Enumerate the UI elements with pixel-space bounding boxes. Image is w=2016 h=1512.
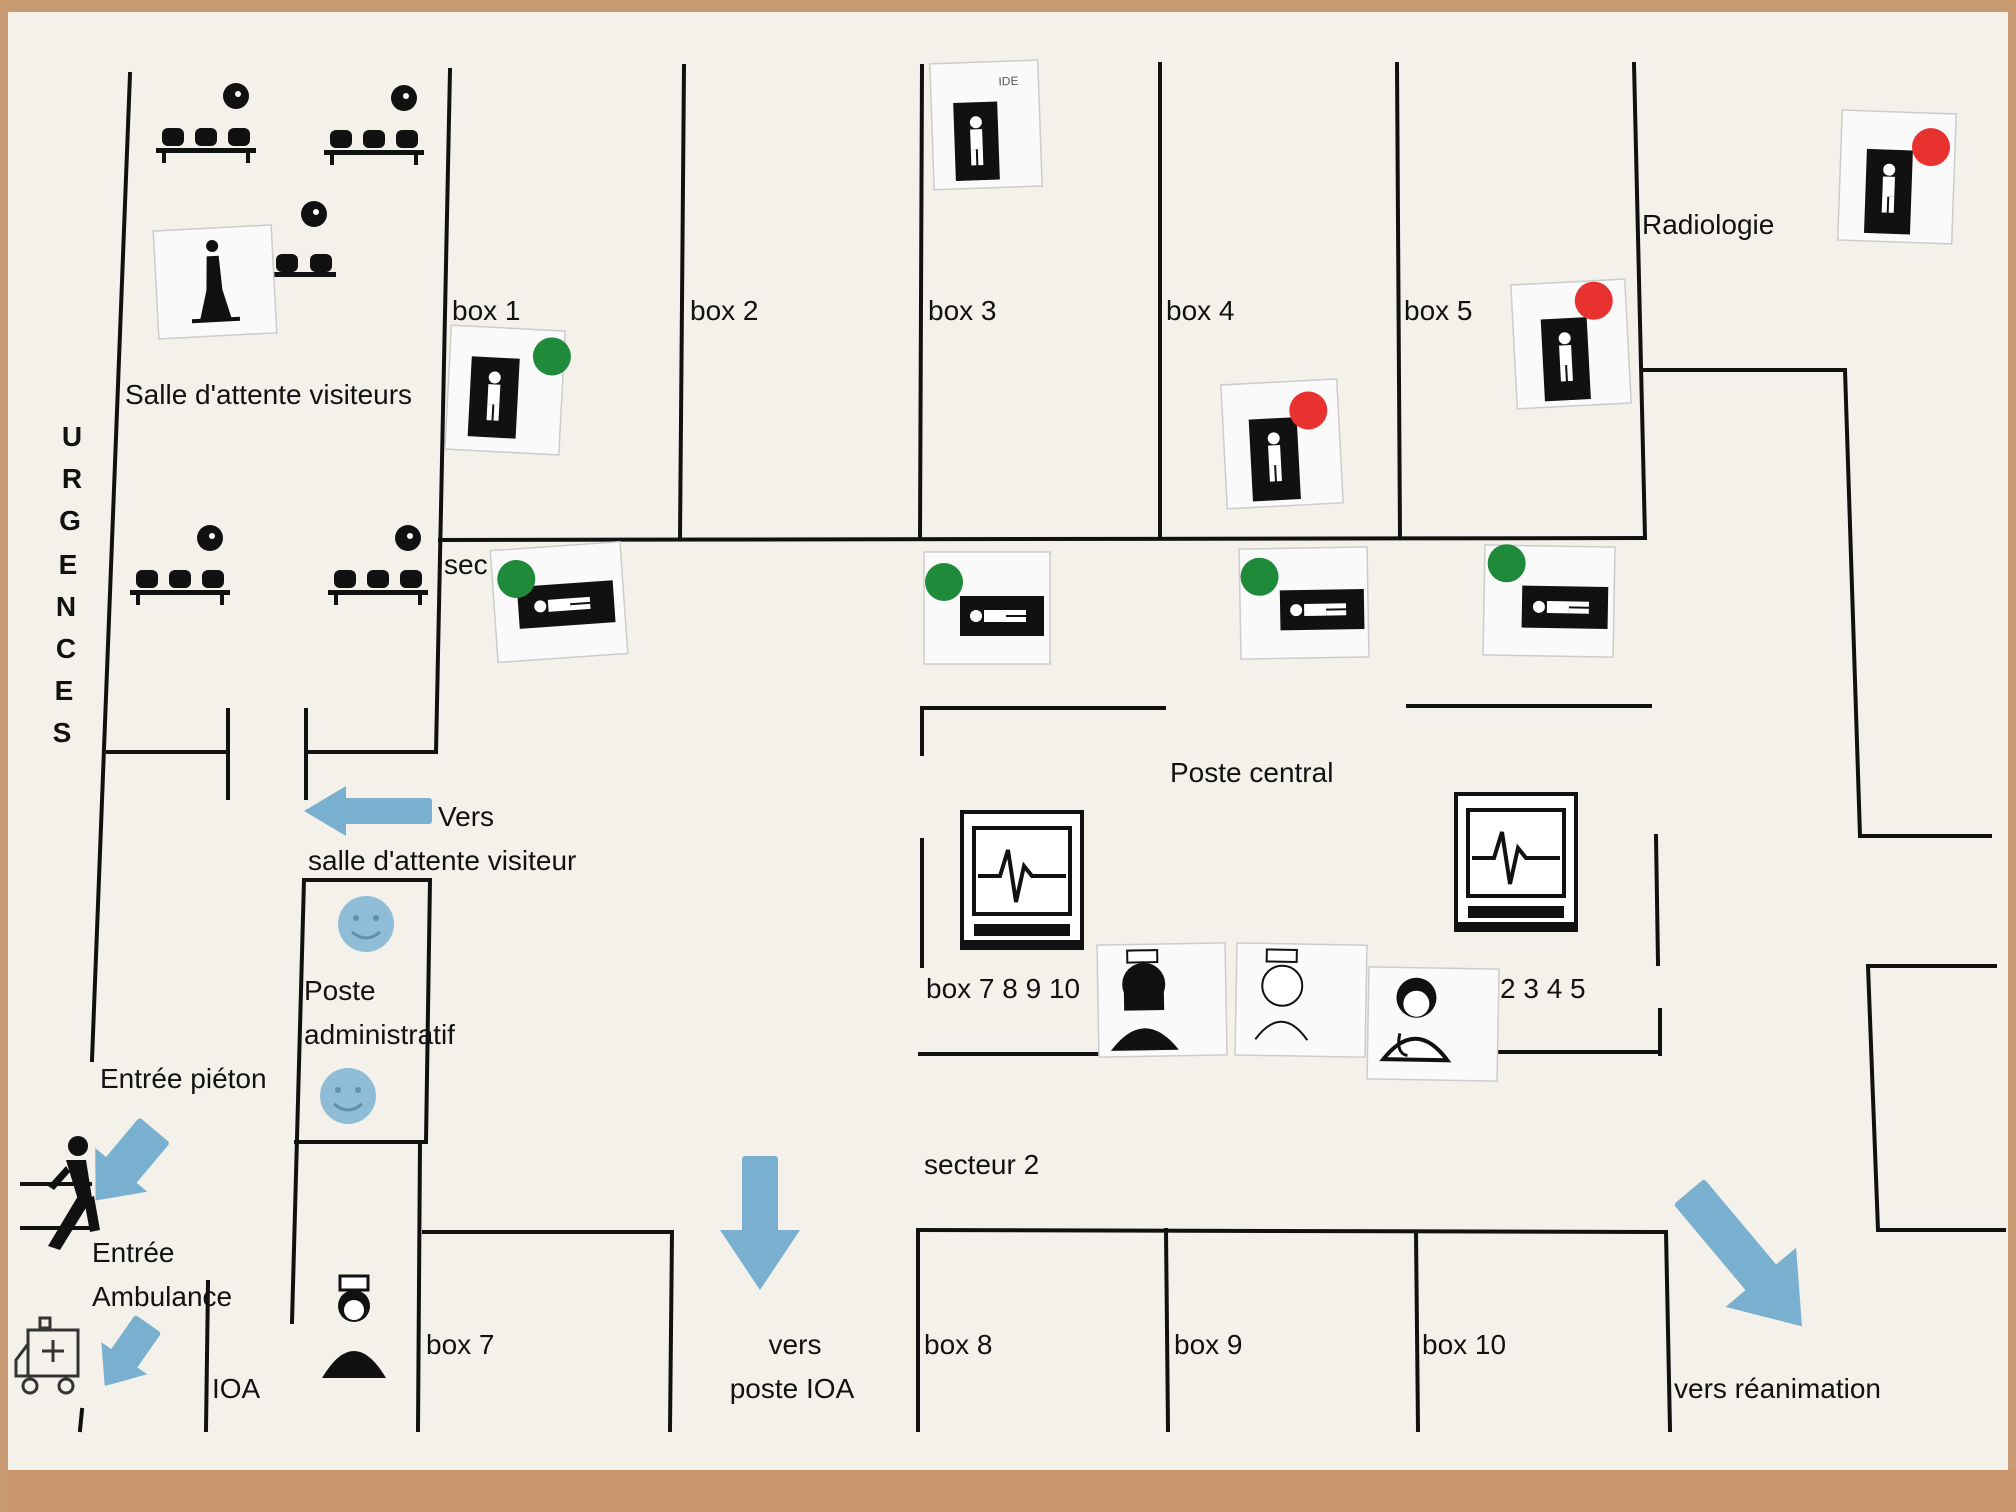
nurse-icon bbox=[1254, 948, 1309, 1041]
status-dot-green bbox=[497, 559, 536, 598]
entree-ambulance-label-line2: Ambulance bbox=[92, 1281, 232, 1312]
staff-face-marker[interactable] bbox=[338, 896, 394, 952]
visitor-card[interactable] bbox=[152, 224, 278, 340]
entree-ambulance-label-line1: Entrée bbox=[92, 1237, 175, 1268]
patient-lying-card[interactable] bbox=[923, 551, 1051, 665]
status-dot-green bbox=[532, 337, 571, 376]
patient-card-box-3[interactable]: IDE bbox=[929, 59, 1043, 191]
patient-card-box-4[interactable] bbox=[1220, 378, 1344, 510]
patient-lying-card[interactable] bbox=[1238, 546, 1370, 660]
doctor-card[interactable] bbox=[1366, 966, 1500, 1082]
urgences-letter: E bbox=[55, 675, 74, 706]
box-8-label: box 8 bbox=[924, 1329, 993, 1360]
salle-attente-visiteurs-label: Salle d'attente visiteurs bbox=[125, 379, 412, 410]
urgences-letter: S bbox=[53, 717, 72, 748]
staff-face-marker[interactable] bbox=[320, 1068, 376, 1124]
card-note: IDE bbox=[998, 74, 1018, 89]
arrow-entrance-pieton bbox=[95, 1118, 169, 1201]
urgences-letter: C bbox=[56, 633, 76, 664]
box-5-label: box 5 bbox=[1404, 295, 1473, 326]
monitor-ecg-icon bbox=[960, 810, 1084, 952]
entree-pieton-label: Entrée piéton bbox=[100, 1063, 267, 1094]
ioa-nurse-icon bbox=[322, 1274, 386, 1378]
box-7-label: box 7 bbox=[426, 1329, 495, 1360]
vers-poste-ioa-label-line1: vers bbox=[769, 1329, 822, 1360]
pedestrian-icon bbox=[48, 1136, 100, 1250]
status-dot-red bbox=[1912, 128, 1951, 167]
doctor-icon bbox=[1379, 977, 1452, 1063]
poste-administratif-label-line1: Poste bbox=[304, 975, 376, 1006]
box-4-label: box 4 bbox=[1166, 295, 1235, 326]
poste-administratif-label-line2: administratif bbox=[304, 1019, 455, 1050]
box-2-label: box 2 bbox=[690, 295, 759, 326]
waiting-chairs bbox=[130, 83, 428, 605]
ioa-label: IOA bbox=[212, 1373, 261, 1404]
box-1-label: box 1 bbox=[452, 295, 521, 326]
small-bench-icon bbox=[272, 201, 336, 277]
patient-card-radiologie[interactable] bbox=[1836, 109, 1957, 245]
urgences-letter: R bbox=[62, 463, 82, 494]
vers-poste-ioa-label-line2: poste IOA bbox=[730, 1373, 855, 1404]
patient-lying-card[interactable] bbox=[1482, 544, 1616, 658]
board-background bbox=[8, 12, 2008, 1470]
secteur-2-label: secteur 2 bbox=[924, 1149, 1039, 1180]
arrow-to-reanimation bbox=[1674, 1179, 1802, 1327]
central-left-box-numbers: box 7 8 9 10 bbox=[926, 973, 1080, 1004]
urgences-vertical-label: U R G E N C E S bbox=[53, 421, 82, 748]
arrow-entrance-ambulance bbox=[101, 1315, 161, 1387]
status-dot-green bbox=[1240, 557, 1279, 596]
patient-card-box-1[interactable] bbox=[444, 324, 572, 456]
box-9-label: box 9 bbox=[1174, 1329, 1243, 1360]
poste-central-label: Poste central bbox=[1170, 757, 1333, 788]
urgences-letter: G bbox=[59, 505, 81, 536]
box-10-label: box 10 bbox=[1422, 1329, 1506, 1360]
nurse-card[interactable] bbox=[1234, 942, 1368, 1058]
urgences-letter: N bbox=[56, 591, 76, 622]
status-dot-green bbox=[925, 563, 963, 601]
nurse-card[interactable] bbox=[1096, 942, 1228, 1058]
vers-salle-label-line2: salle d'attente visiteur bbox=[308, 845, 576, 876]
patient-lying-card[interactable] bbox=[489, 540, 629, 664]
monitor-ecg-icon bbox=[1454, 792, 1578, 934]
vers-reanimation-label: vers réanimation bbox=[1674, 1373, 1881, 1404]
arrow-to-waiting-room bbox=[304, 786, 432, 836]
nurse-icon bbox=[1110, 949, 1179, 1051]
vers-salle-label-line1: Vers bbox=[438, 801, 494, 832]
central-right-box-numbers: 2 3 4 5 bbox=[1500, 973, 1586, 1004]
radiologie-label: Radiologie bbox=[1642, 209, 1774, 240]
walls bbox=[20, 61, 2006, 1433]
secteur-1-label: sec bbox=[444, 549, 488, 580]
patient-card-box-5[interactable] bbox=[1510, 278, 1632, 410]
visitor-woman-icon bbox=[191, 240, 241, 324]
status-dot-green bbox=[1487, 544, 1526, 583]
status-dot-red bbox=[1289, 391, 1328, 430]
status-dot-red bbox=[1574, 281, 1613, 320]
ambulance-icon bbox=[14, 1316, 80, 1395]
box-3-label: box 3 bbox=[928, 295, 997, 326]
urgences-letter: U bbox=[62, 421, 82, 452]
urgences-letter: E bbox=[59, 549, 78, 580]
